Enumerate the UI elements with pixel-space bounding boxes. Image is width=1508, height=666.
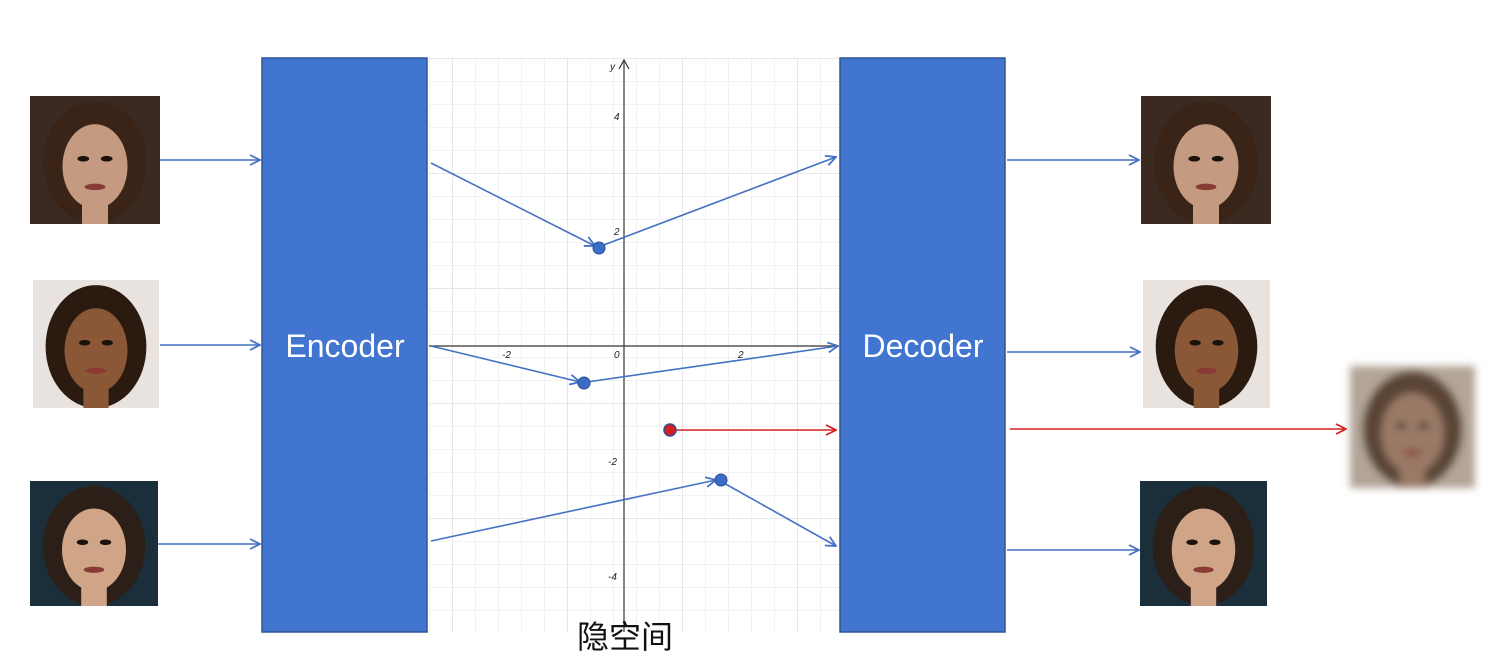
latent-grid-major (429, 58, 839, 632)
eye-shape (1189, 339, 1201, 346)
neck-shape (1193, 384, 1220, 408)
eye-shape (1212, 339, 1224, 346)
face-portrait (1350, 366, 1475, 488)
mouth-shape (1193, 566, 1214, 573)
neck-shape (82, 200, 108, 224)
x-tick-label: -2 (502, 350, 511, 361)
anomaly-point (663, 423, 677, 437)
latent-points (577, 241, 728, 487)
mouth-shape (83, 566, 105, 573)
latent-point (714, 473, 728, 487)
decoder-box (839, 57, 1006, 633)
mouth-shape (84, 183, 106, 191)
x-tick-label: 2 (737, 350, 744, 361)
eye-shape (1209, 539, 1221, 545)
face-portrait (33, 280, 159, 408)
decode-arrow (600, 157, 836, 247)
neck-shape (1193, 200, 1219, 224)
mouth-shape (1196, 367, 1217, 375)
eye-shape (101, 339, 114, 346)
eye-shape (1186, 539, 1198, 545)
face-portrait (30, 96, 160, 224)
input-arrows (158, 160, 260, 544)
y-axis-arrowhead (618, 58, 630, 70)
eye-shape (99, 539, 112, 545)
eye-shape (76, 539, 89, 545)
y-tick-label: -4 (608, 572, 617, 583)
eye-shape (1188, 155, 1201, 162)
decoder-block: Decoder (839, 57, 1006, 633)
decoder-label: Decoder (863, 328, 984, 364)
blurry-output-face (1350, 366, 1475, 488)
decode-arrow (586, 346, 838, 383)
output-face (1140, 481, 1267, 606)
neck-shape (1190, 583, 1217, 606)
encode-arrow (430, 480, 716, 542)
encoder-label: Encoder (285, 328, 405, 364)
latent-space-caption: 隐空间 (576, 618, 673, 656)
face-shape (1173, 124, 1239, 209)
input-face (30, 96, 160, 224)
eye-shape (77, 155, 90, 162)
decode-arrow (721, 481, 836, 546)
eye-shape (78, 339, 91, 346)
eye-shape (1418, 423, 1430, 429)
y-tick-label: -2 (608, 457, 617, 468)
output-face (1143, 280, 1270, 408)
latent-point (592, 241, 606, 255)
mouth-shape (1195, 183, 1217, 191)
face-portrait (1140, 481, 1267, 606)
encoder-box (261, 57, 428, 633)
face-portrait (1143, 280, 1270, 408)
face-shape (62, 508, 126, 591)
face-shape (1174, 308, 1239, 393)
face-portrait (30, 481, 158, 606)
encode-arrow (430, 345, 580, 382)
encode-arrow (430, 162, 595, 246)
face-shape (1171, 508, 1236, 591)
latent-flow-arrows (430, 157, 838, 546)
output-face (1141, 96, 1271, 224)
mouth-shape (85, 367, 107, 375)
mouth-shape (1402, 449, 1423, 456)
input-face (30, 481, 158, 606)
y-tick-label: 4 (614, 112, 620, 123)
input-face (33, 280, 159, 408)
eye-shape (100, 155, 113, 162)
x-tick-label: 0 (614, 350, 620, 361)
neck-shape (1400, 466, 1425, 488)
eye-shape (1395, 423, 1407, 429)
y-tick-label: 2 (613, 227, 620, 238)
output-arrows (1007, 160, 1140, 550)
neck-shape (83, 384, 109, 408)
y-axis-label: y (609, 62, 616, 73)
latent-space-plot: y -2 0 2 4 2 -2 -4 (429, 58, 839, 632)
latent-point (577, 376, 591, 390)
face-shape (62, 124, 128, 209)
face-portrait (1141, 96, 1271, 224)
neck-shape (81, 583, 107, 606)
eye-shape (1211, 155, 1224, 162)
encoder-block: Encoder (261, 57, 428, 633)
face-shape (64, 308, 128, 393)
face-shape (1381, 392, 1444, 474)
